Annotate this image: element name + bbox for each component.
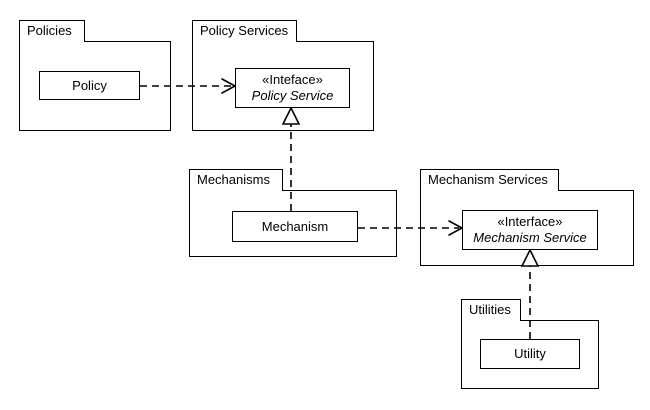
interface-mechanism-service-stereotype: «Interface» — [497, 214, 563, 229]
interface-policy-service-stereotype: «Inteface» — [262, 72, 323, 87]
interface-policy-service[interactable]: «Inteface» Policy Service — [235, 68, 350, 108]
package-policies-tab: Policies — [19, 20, 85, 42]
package-utilities-label: Utilities — [469, 302, 511, 317]
package-policy-services-label: Policy Services — [200, 23, 289, 38]
class-utility[interactable]: Utility — [480, 339, 580, 369]
package-policies-label: Policies — [27, 23, 72, 38]
package-policy-services-tab: Policy Services — [192, 20, 297, 42]
class-utility-name: Utility — [514, 346, 546, 361]
package-mechanism-services-label: Mechanism Services — [428, 172, 548, 187]
interface-mechanism-service-name: Mechanism Service — [473, 230, 587, 245]
interface-mechanism-service[interactable]: «Interface» Mechanism Service — [462, 210, 598, 250]
class-mechanism-name: Mechanism — [261, 218, 329, 234]
package-mechanisms-tab: Mechanisms — [189, 169, 283, 191]
package-utilities-tab: Utilities — [461, 299, 521, 321]
package-mechanism-services-tab: Mechanism Services — [420, 169, 559, 191]
class-policy-name: Policy — [72, 77, 107, 93]
class-mechanism[interactable]: Mechanism — [232, 211, 358, 242]
interface-policy-service-name: Policy Service — [251, 88, 334, 103]
class-policy[interactable]: Policy — [39, 71, 140, 100]
package-mechanisms-label: Mechanisms — [197, 172, 270, 187]
